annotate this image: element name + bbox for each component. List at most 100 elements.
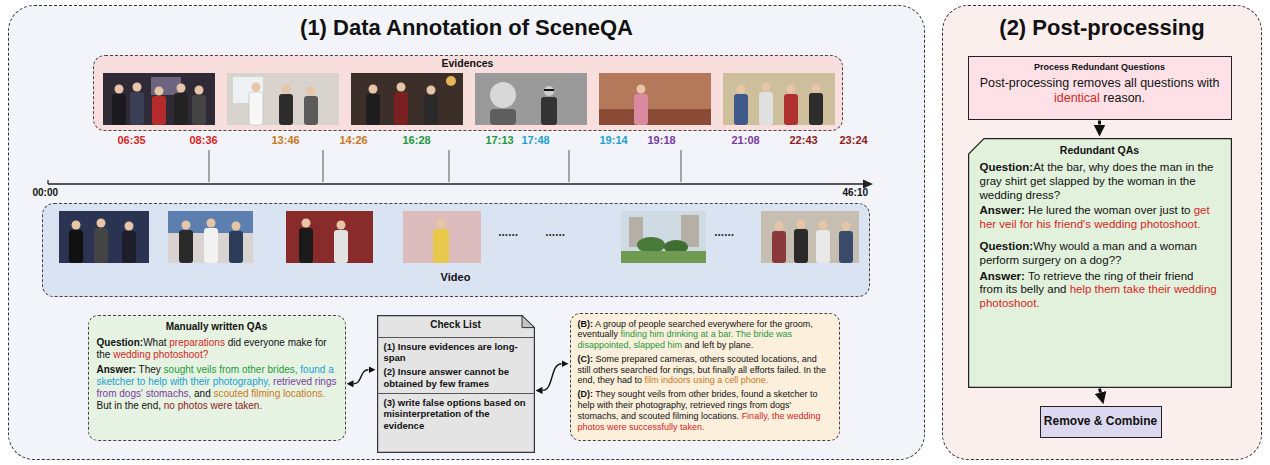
text-run: a bbox=[1080, 254, 1090, 266]
text-run: But bbox=[97, 400, 115, 411]
text-run: his bbox=[1036, 218, 1054, 230]
timestamp-label: 08:36 bbox=[190, 134, 218, 147]
text-run: sought bbox=[618, 389, 648, 399]
text-run: failed. bbox=[777, 365, 804, 375]
box-heading: (1) Data Annotation of SceneQA bbox=[9, 15, 924, 41]
text-run: were bbox=[607, 422, 629, 432]
photo-frame bbox=[176, 83, 185, 92]
text-run: To bbox=[1028, 270, 1043, 282]
text-run: photos bbox=[178, 400, 211, 411]
text-run: all bbox=[738, 365, 750, 375]
text-run: the bbox=[1085, 270, 1104, 282]
remove-combine-box: Remove & Combine bbox=[1040, 406, 1162, 438]
video-frame bbox=[403, 211, 481, 263]
text-run: filming bbox=[251, 388, 283, 399]
text-run: their bbox=[1139, 270, 1165, 282]
text-run: photography, bbox=[636, 400, 690, 410]
text-run: photos bbox=[578, 422, 608, 432]
text-run: woman bbox=[1127, 175, 1167, 187]
text-run: removes bbox=[1073, 76, 1124, 90]
photo-frame bbox=[368, 84, 377, 93]
text-run: using bbox=[693, 375, 717, 385]
text-run: stomachs, bbox=[146, 388, 194, 399]
text-run: and bbox=[1128, 240, 1150, 252]
text-run: the bbox=[125, 400, 142, 411]
photo-frame bbox=[151, 77, 181, 95]
timestamp-label: 14:26 bbox=[340, 134, 368, 147]
text-run: successfully bbox=[629, 422, 680, 432]
text-run: other bbox=[242, 364, 268, 375]
video-frame bbox=[637, 237, 665, 253]
video-frame bbox=[122, 231, 136, 263]
text-run: identical bbox=[1054, 91, 1103, 105]
text-run: him bbox=[650, 329, 667, 339]
video-frame bbox=[816, 230, 830, 263]
photo-frame bbox=[723, 73, 835, 125]
text-run: people bbox=[639, 319, 669, 329]
text-run: questions bbox=[1140, 76, 1197, 90]
video-frame bbox=[204, 228, 218, 263]
video-frame bbox=[59, 211, 149, 263]
text-run: taken. bbox=[680, 422, 705, 432]
text-run: with bbox=[170, 376, 191, 387]
photo-frame bbox=[281, 84, 290, 93]
box-heading: Evidences bbox=[94, 57, 842, 70]
text-run: for bbox=[1020, 218, 1037, 230]
text-run: dogs' bbox=[770, 400, 791, 410]
text-run: plane. bbox=[729, 340, 754, 350]
video-frame bbox=[818, 220, 827, 229]
text-run: a bbox=[711, 329, 719, 339]
text-run: man bbox=[1160, 161, 1186, 173]
video-frame bbox=[168, 211, 253, 263]
box-heading: Process Redundant Questions bbox=[979, 62, 1221, 73]
text-run: all bbox=[1124, 76, 1140, 90]
checklist-document: Check List(1) Insure evidences are long-… bbox=[377, 315, 535, 453]
text-run bbox=[593, 354, 596, 364]
text-run: sketcher bbox=[97, 376, 138, 387]
text-run: sought bbox=[164, 364, 197, 375]
text-run: scouted bbox=[213, 388, 251, 399]
text-run: The bbox=[736, 329, 754, 339]
text-run: a bbox=[1093, 240, 1103, 252]
axis-label: 46:10 bbox=[843, 187, 869, 199]
video-frame bbox=[774, 221, 783, 230]
text-run: did bbox=[228, 337, 244, 348]
text-run: at bbox=[701, 329, 711, 339]
text-run: still bbox=[578, 365, 594, 375]
process-box: Process Redundant QuestionsPost-processi… bbox=[968, 56, 1232, 120]
text-run: and bbox=[194, 388, 213, 399]
box-body: (2) Insure answer cannot be obtained by … bbox=[384, 366, 528, 393]
video-frame bbox=[179, 230, 193, 263]
text-run: dog?? bbox=[1089, 254, 1121, 266]
text-run: searched bbox=[621, 365, 661, 375]
text-run: veil bbox=[999, 218, 1019, 230]
text-run: retrieved bbox=[690, 400, 728, 410]
text-run: He bbox=[1028, 204, 1046, 216]
text-run: gray bbox=[980, 175, 1006, 187]
box-heading: Manually written QAs bbox=[97, 321, 337, 333]
timeline-graphic bbox=[48, 150, 873, 189]
text-run: dogs' bbox=[119, 388, 145, 399]
photo-frame bbox=[251, 82, 260, 91]
text-run: What bbox=[143, 337, 169, 348]
text-run: finding bbox=[621, 329, 650, 339]
text-run: rings bbox=[315, 376, 337, 387]
text-run: locations, bbox=[761, 354, 802, 364]
timeline-graphic bbox=[47, 180, 48, 184]
photo-frame bbox=[112, 94, 126, 125]
text-run: bride bbox=[754, 329, 777, 339]
postprocess-panel: (2) Post-processingProcess Redundant Que… bbox=[942, 5, 1262, 460]
video-frame bbox=[796, 219, 805, 228]
text-run: a bbox=[766, 389, 774, 399]
photo-frame bbox=[426, 85, 435, 94]
text-run: in bbox=[1185, 161, 1197, 173]
text-run: with bbox=[1197, 76, 1219, 90]
text-run: surgery bbox=[1022, 254, 1064, 266]
text-run: wedding bbox=[113, 349, 153, 360]
redundant-qa-box: Redundant QAsQuestion:At the bar, why do… bbox=[968, 138, 1232, 388]
text-run: prepared bbox=[622, 354, 661, 364]
text-run: brides, bbox=[268, 364, 301, 375]
text-run: found bbox=[300, 364, 328, 375]
video-frame bbox=[168, 211, 253, 263]
double-arrow bbox=[354, 370, 369, 384]
